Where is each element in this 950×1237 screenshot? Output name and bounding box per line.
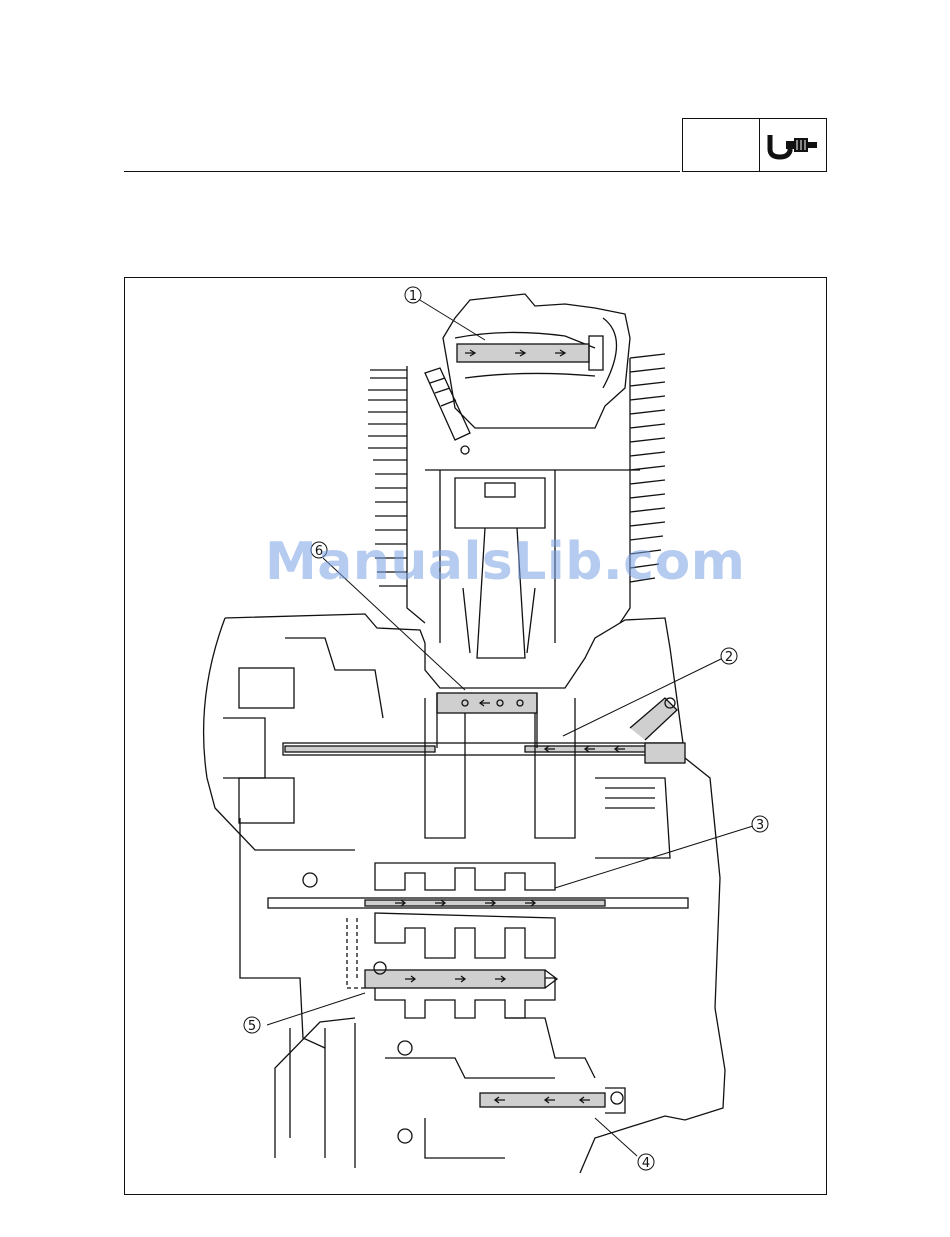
engine-cross-section: 1 2 3 4 5 6 <box>125 278 828 1196</box>
svg-text:3: 3 <box>756 818 764 833</box>
cylinder-fins-left <box>368 366 425 623</box>
transmission-gears <box>375 863 555 1018</box>
micrometer-tool-icon <box>766 129 820 163</box>
callout-2: 2 <box>721 648 737 665</box>
svg-text:4: 4 <box>642 1156 650 1171</box>
engine-lubrication-diagram: 1 2 3 4 5 6 <box>124 277 827 1195</box>
header-icon-box <box>760 118 827 172</box>
svg-text:6: 6 <box>315 544 323 559</box>
svg-text:5: 5 <box>248 1019 256 1034</box>
callout-3: 3 <box>752 816 768 833</box>
callout-6: 6 <box>311 542 327 559</box>
svg-text:2: 2 <box>725 650 733 665</box>
cylinder-bore <box>425 470 640 643</box>
callout-4: 4 <box>638 1154 654 1171</box>
crankshaft-oil-passage <box>285 746 435 752</box>
piston <box>455 478 545 528</box>
callout-1: 1 <box>405 287 421 304</box>
magneto-rotor <box>239 668 294 708</box>
crank-webs <box>425 698 575 838</box>
svg-text:1: 1 <box>409 289 417 304</box>
callout-5: 5 <box>244 1017 260 1034</box>
callouts: 1 2 3 4 5 6 <box>244 287 768 1171</box>
spark-plug <box>425 368 470 454</box>
header-rule <box>124 171 680 172</box>
header-section-box <box>682 118 760 172</box>
bearing <box>303 873 317 887</box>
cylinder-fins-right <box>620 354 665 623</box>
connecting-rod <box>477 528 525 658</box>
